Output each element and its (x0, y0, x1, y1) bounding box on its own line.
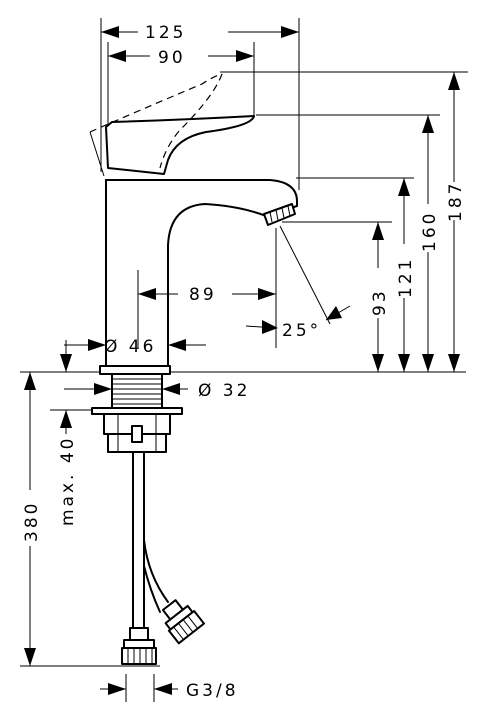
dim-label-89: 89 (189, 285, 217, 305)
dim-label-121: 121 (396, 257, 416, 298)
dim-label-380: 380 (22, 501, 42, 542)
dim-label-125: 125 (145, 23, 186, 43)
dim-label-160: 160 (420, 211, 440, 252)
dim-label-187: 187 (446, 181, 466, 222)
dim-max-40: max. 40 (50, 340, 92, 526)
dim-label-32: Ø 32 (198, 381, 250, 401)
dim-label-max40: max. 40 (58, 436, 78, 526)
dim-160: 160 (256, 114, 440, 372)
dim-angle-25: 25° (245, 225, 351, 341)
dim-121: 121 (296, 177, 416, 372)
dim-label-g38: G3/8 (186, 681, 239, 701)
faucet-body (105, 179, 298, 371)
dim-label-46: Ø 46 (104, 337, 156, 357)
dim-label-angle: 25° (282, 321, 321, 341)
dim-93: 93 (282, 221, 392, 372)
dim-g38: G3/8 (100, 674, 239, 702)
dim-187: 187 (220, 71, 468, 372)
mounting-shank (91, 365, 183, 453)
dim-380: 380 (20, 372, 160, 667)
dim-89: 89 (137, 228, 277, 348)
dim-90: 90 (107, 42, 255, 126)
dim-label-90: 90 (158, 48, 186, 68)
supply-hoses (121, 451, 205, 665)
dim-125: 125 (100, 18, 300, 190)
handle-lever (105, 115, 255, 175)
dim-dia-46: Ø 46 (64, 337, 206, 357)
dim-label-93: 93 (370, 288, 390, 316)
handle-raised-dashed (89, 73, 223, 177)
dim-dia-32: Ø 32 (64, 381, 250, 401)
